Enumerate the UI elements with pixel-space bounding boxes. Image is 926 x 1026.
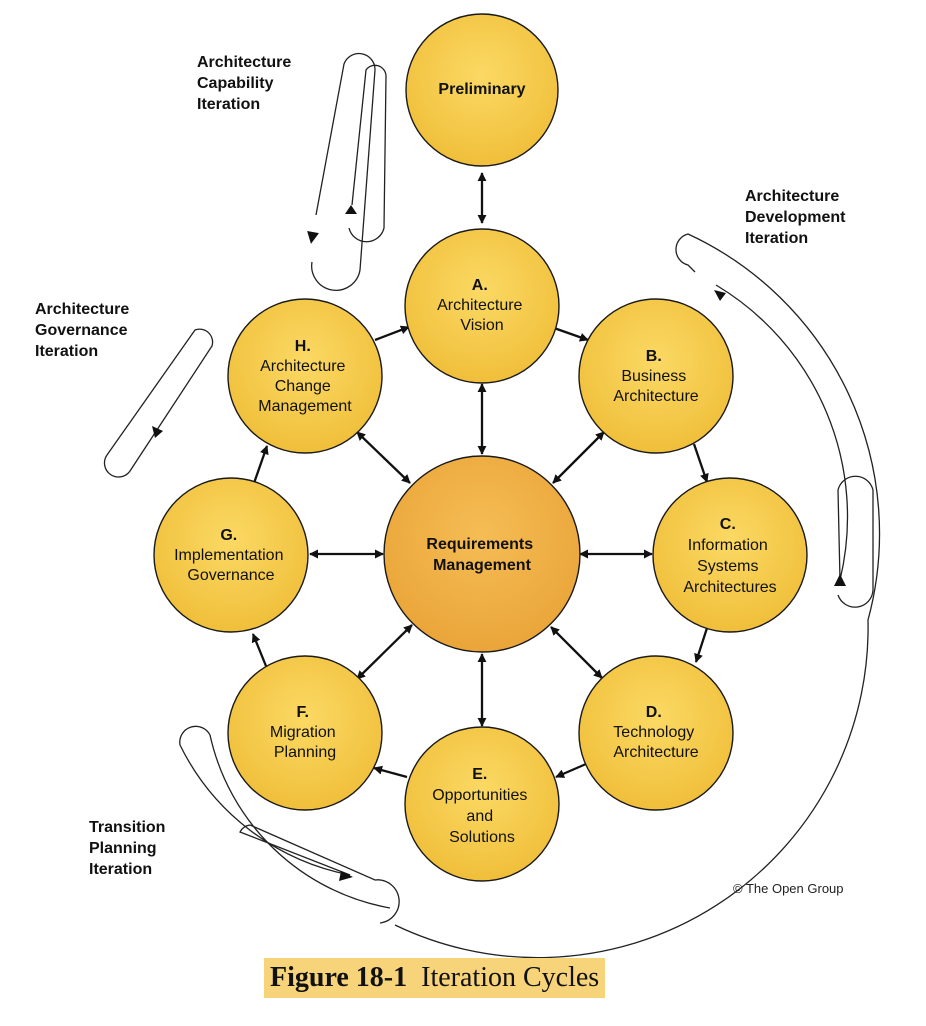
capability-iteration-label: Architecture Capability Iteration [197,54,296,113]
arrow-g-h [251,445,269,487]
capability-iteration-loop-inner [348,64,387,243]
governance-iteration-loop [103,328,214,478]
figure-caption: Figure 18-1 Iteration Cycles [264,958,606,998]
phase-g-label: G. Implementation Governance [174,527,288,584]
capability-loop-arrow-icon [307,231,319,244]
arrow-f-g [251,633,268,667]
phase-d-label: D. Technology Architecture [613,704,698,761]
phase-preliminary-circle[interactable] [405,13,559,167]
phase-c-label: C. Information Systems Architectures [683,516,776,596]
arrow-b-c [692,443,709,483]
capability-loop-arrow-icon [345,205,357,214]
phase-preliminary-label: Preliminary [438,81,525,98]
phase-g-circle[interactable] [153,477,309,633]
phase-b-label: B. Business Architecture [613,348,698,405]
transition-loop-arrow-icon [339,871,353,881]
phase-h-circle[interactable] [227,298,383,454]
arrow-b-requirements [552,431,605,484]
development-iteration-arc-outer [394,233,881,959]
arrow-c-d [694,627,709,663]
phase-f-circle[interactable] [227,655,383,811]
phase-e-label: E. Opportunities and Solutions [432,766,532,846]
phase-e-circle[interactable] [404,726,560,882]
transition-iteration-loop-inner [239,824,400,924]
development-iteration-label: Architecture Development Iteration [745,188,850,247]
phase-a-circle[interactable] [404,228,560,384]
requirements-management-circle[interactable] [383,455,581,653]
arrow-a-b [553,326,589,342]
phase-f-label: F. Migration Planning [270,704,340,761]
phase-c-circle[interactable] [652,477,808,633]
transition-iteration-loop-outer [179,725,391,909]
requirements-management-label: Requirements Management [426,536,537,574]
arrow-h-a [374,325,410,342]
arrow-d-requirements [550,626,603,679]
phase-a-label: A. Architecture Vision [437,277,527,334]
arrow-e-f [373,765,408,779]
arrow-d-e [555,762,587,779]
phase-b-circle[interactable] [578,298,734,454]
phase-h-label: H. Architecture Change Management [258,338,352,415]
phase-d-circle[interactable] [578,655,734,811]
development-loop-arrow-icon [714,290,726,301]
figure-number: Figure 18-1 [270,962,408,993]
development-loop-arrow-icon [834,574,846,586]
capability-iteration-loop-outer [311,52,376,291]
arrow-f-requirements [356,624,413,680]
governance-loop-arrow-icon [152,426,163,438]
copyright-notice: © The Open Group [733,881,844,896]
figure-title: Iteration Cycles [421,962,600,993]
development-iteration-arc-inner [715,284,849,581]
development-iteration-small-loop [837,475,874,608]
transition-iteration-label: Transition Planning Iteration [89,819,170,878]
governance-iteration-label: Architecture Governance Iteration [35,301,134,360]
arrow-h-requirements [356,431,411,484]
